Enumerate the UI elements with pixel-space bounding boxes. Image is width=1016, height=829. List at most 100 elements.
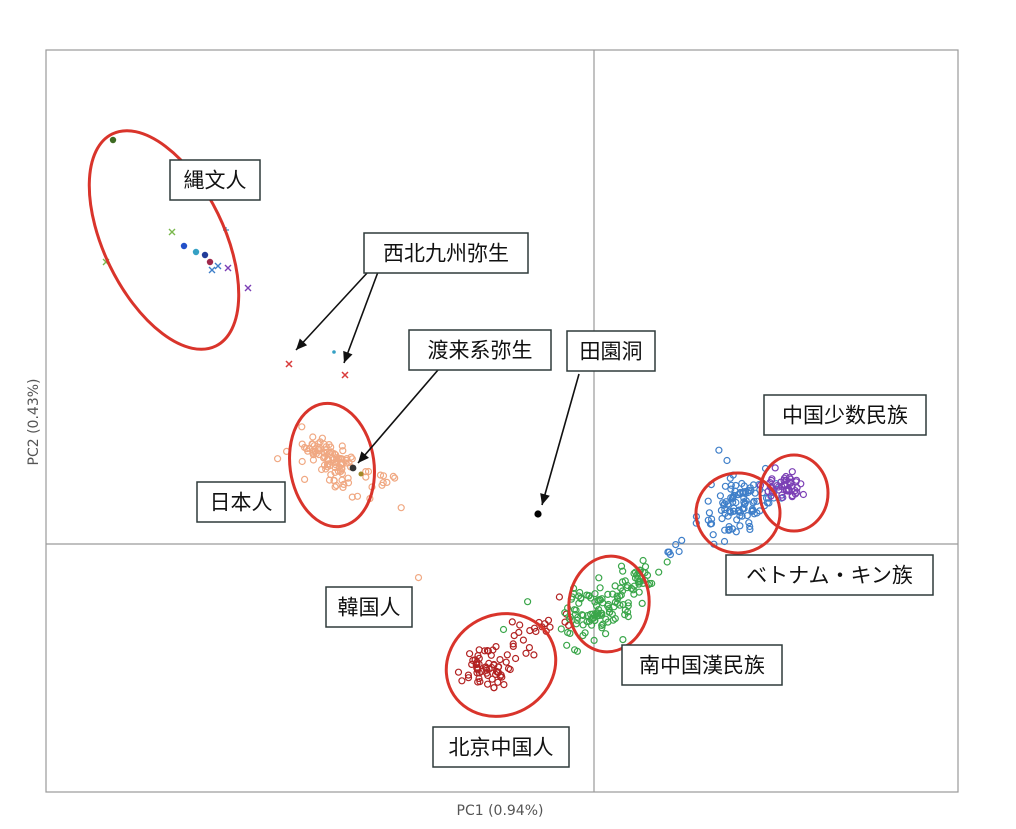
- jomon-label: 縄文人: [169, 159, 261, 201]
- japanese-point: [332, 481, 340, 490]
- japanese-point: [339, 483, 347, 491]
- beijing-point: [546, 623, 554, 631]
- jomon-sample-point: [180, 242, 188, 250]
- japanese-point: [325, 449, 333, 457]
- japanese-point: [338, 476, 346, 484]
- beijing-point: [544, 616, 553, 624]
- minority-label-text: 中国少数民族: [782, 404, 908, 428]
- south_han-point: [592, 602, 601, 610]
- beijing-point: [509, 642, 517, 651]
- japanese-point: [362, 468, 370, 476]
- kinh-point: [725, 525, 733, 533]
- japanese-point: [338, 442, 346, 450]
- kinh-point: [723, 456, 731, 465]
- south_han-point: [598, 595, 606, 603]
- kinh-point: [733, 516, 741, 524]
- kinh-label-text: ベトナム・キン族: [746, 564, 913, 588]
- japanese-label-box: [196, 481, 286, 523]
- japanese-point: [347, 453, 355, 461]
- beijing-point: [464, 674, 473, 682]
- beijing-point: [473, 669, 481, 677]
- beijing-point: [511, 654, 520, 663]
- japanese-point: [376, 471, 385, 479]
- south_han-point: [613, 595, 622, 603]
- toraikei-yayoi-point: [349, 464, 357, 472]
- south_han-point: [499, 625, 508, 634]
- south_han-point: [619, 567, 627, 575]
- jomon-label-box: [169, 159, 261, 201]
- kinh-point: [709, 531, 717, 539]
- kinh-point: [730, 507, 738, 515]
- jomon-label-text: 縄文人: [184, 169, 247, 193]
- kinh-point: [715, 446, 723, 454]
- japanese-point: [364, 467, 373, 476]
- japanese-point: [344, 474, 352, 482]
- japanese-ellipse: [288, 401, 376, 529]
- minority-point: [767, 492, 775, 500]
- beijing-point: [492, 642, 500, 651]
- japanese-point: [379, 472, 388, 480]
- korean-label-text: 韓国人: [338, 596, 401, 620]
- japanese-point: [348, 493, 356, 501]
- jomon-ellipse: [87, 129, 241, 351]
- y-axis-label: PC2 (0.43%): [26, 379, 42, 466]
- south_han-point: [618, 578, 627, 586]
- beijing-point: [492, 667, 501, 676]
- korean-point: [414, 573, 423, 582]
- japanese-point: [309, 447, 317, 455]
- beijing-point: [555, 593, 564, 601]
- beijing-point: [475, 669, 483, 677]
- south_han-point: [623, 608, 632, 616]
- south_han-point: [617, 562, 626, 570]
- beijing-point: [508, 618, 516, 626]
- japanese-point: [322, 443, 330, 451]
- south_han-point: [579, 621, 587, 629]
- beijing-point: [509, 640, 517, 648]
- ellipse-layer: [87, 129, 830, 718]
- south_han-point: [608, 590, 617, 598]
- x-axis-label: PC1 (0.94%): [457, 803, 544, 819]
- korean-label: 韓国人: [325, 586, 413, 628]
- kinh-point: [749, 499, 757, 507]
- beijing-point: [466, 650, 474, 658]
- south_han-point: [591, 590, 599, 598]
- beijing-point: [515, 628, 523, 637]
- south_han-point: [598, 624, 606, 632]
- toraikei-yayoi-arrow-line: [357, 369, 439, 464]
- south_han-point: [639, 556, 647, 565]
- beijing-point: [522, 649, 530, 657]
- beijing-point: [481, 647, 489, 655]
- kinh-ellipse: [694, 471, 782, 555]
- beijing-point: [484, 647, 492, 655]
- beijing-point: [500, 680, 508, 689]
- beijing-point: [502, 658, 510, 666]
- japanese-point: [315, 451, 323, 459]
- japanese-point: [337, 459, 345, 468]
- japanese-point: [301, 475, 309, 483]
- south_han-point: [572, 620, 580, 628]
- kinh-point: [675, 547, 683, 556]
- south_han-point: [601, 630, 610, 638]
- kinh-point: [727, 481, 735, 489]
- plot-frame: [45, 49, 959, 793]
- jomon-sample-point: [192, 248, 200, 256]
- points-layer: [102, 136, 808, 692]
- japanese-point: [298, 423, 306, 431]
- south_han-point: [587, 594, 595, 602]
- minority-point: [780, 481, 788, 489]
- japanese-point: [309, 456, 317, 464]
- japanese-point: [342, 459, 350, 467]
- kinh-point: [716, 492, 725, 500]
- nw-kyushu-yayoi-point: [332, 350, 336, 354]
- jomon-sample-point: [206, 258, 214, 266]
- beijing-point: [490, 684, 498, 692]
- jomon-sample-cross: [168, 228, 176, 236]
- kinh-point: [740, 482, 748, 490]
- kinh-point: [739, 489, 747, 497]
- jomon-sample-point: [109, 136, 117, 144]
- kinh-point: [744, 486, 753, 494]
- south_han-point: [629, 586, 637, 594]
- kinh-point: [746, 525, 754, 534]
- south_han-point: [596, 584, 604, 592]
- minority-label-box: [763, 394, 927, 436]
